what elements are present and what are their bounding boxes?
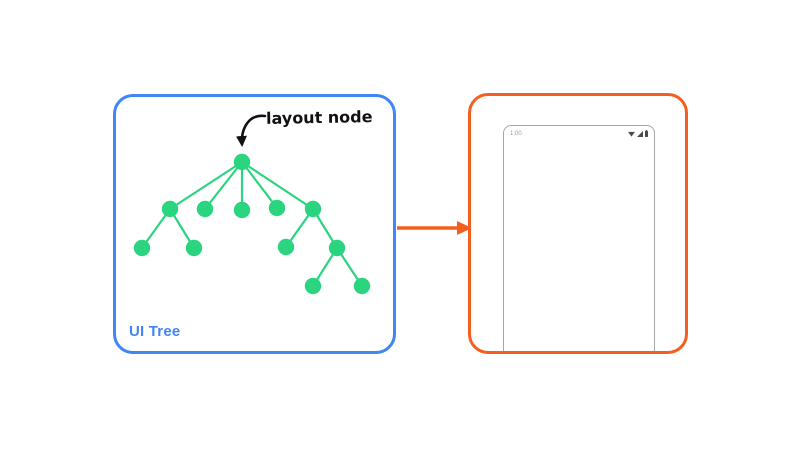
annotation-label: layout node — [265, 107, 373, 128]
annotation-arrow — [236, 114, 267, 147]
device-panel: 1:00 — [468, 93, 688, 354]
signal-icon — [637, 131, 643, 137]
device-frame: 1:00 — [503, 125, 655, 351]
status-icons — [628, 130, 648, 137]
tree-node-root — [233, 153, 251, 171]
wifi-icon — [628, 131, 635, 137]
tree-node-c4 — [268, 199, 286, 217]
tree-edge — [169, 161, 243, 210]
tree-node-g3 — [277, 238, 295, 256]
ui-tree-label: UI Tree — [129, 323, 181, 340]
tree-node-c2 — [196, 200, 214, 218]
tree-node-g1 — [133, 239, 151, 257]
tree-node-h1 — [304, 277, 322, 295]
tree-edge — [241, 161, 278, 209]
tree-node-c5 — [304, 200, 322, 218]
battery-icon — [645, 130, 648, 137]
device-screen — [504, 140, 654, 351]
tree-edge — [204, 161, 243, 210]
tree-node-h2 — [353, 277, 371, 295]
tree-node-c3 — [233, 201, 251, 219]
status-time: 1:00 — [510, 130, 522, 137]
ui-tree-panel: layout node UI Tree — [113, 94, 396, 354]
tree-node-g4 — [328, 239, 346, 257]
tree-edge — [241, 161, 314, 210]
tree-node-g2 — [185, 239, 203, 257]
ui-tree-svg — [133, 114, 371, 295]
flow-arrow — [397, 221, 472, 235]
status-bar: 1:00 — [504, 126, 654, 139]
tree-node-c1 — [161, 200, 179, 218]
